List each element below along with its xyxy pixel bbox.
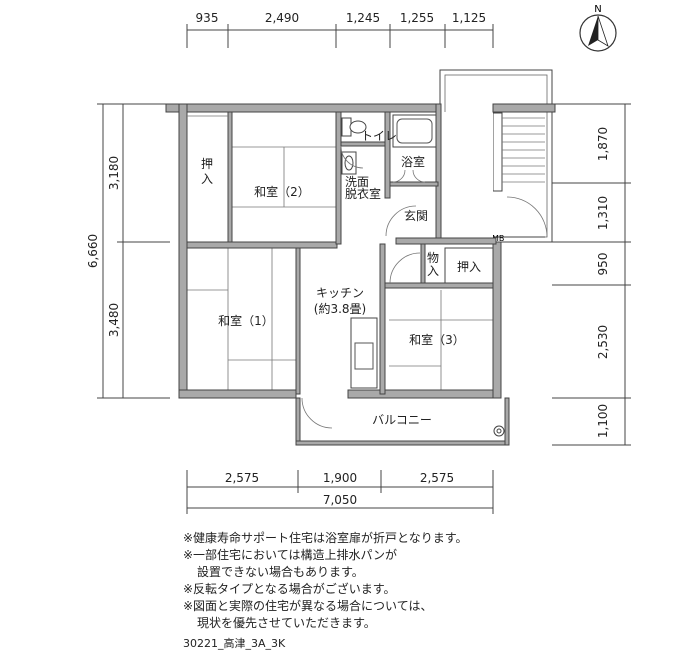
label-washitsu-2: 和室（2） xyxy=(254,184,310,199)
bottom-dim-total: 7,050 xyxy=(323,493,357,507)
left-dimension-line: 6,660 3,180 3,480 xyxy=(86,103,170,399)
right-dim-5: 1,100 xyxy=(596,404,610,438)
label-oshiire-2: 押入 xyxy=(457,260,481,274)
note-line-5: ※図面と実際の住宅が異なる場合については、 xyxy=(183,599,433,613)
left-dim-upper: 3,180 xyxy=(107,156,121,190)
right-dimension-line: 1,870 1,310 950 2,530 1,100 xyxy=(552,103,631,446)
label-oshiire-1: 押入 xyxy=(201,157,213,186)
kitchen-counter xyxy=(350,317,378,389)
balcony xyxy=(295,397,510,446)
top-dimension-line: 935 2,490 1,245 1,255 1,125 xyxy=(186,11,494,48)
label-yokushitsu: 浴室 xyxy=(401,154,425,169)
right-dim-4: 2,530 xyxy=(596,325,610,359)
top-dim-2: 2,490 xyxy=(265,11,299,25)
bottom-dim-3: 2,575 xyxy=(420,471,454,485)
left-dim-lower: 3,480 xyxy=(107,303,121,337)
note-line-1: ※健康寿命サポート住宅は浴室扉が折戸となります。 xyxy=(183,531,468,545)
bottom-dim-1: 2,575 xyxy=(225,471,259,485)
label-washitsu-3: 和室（3） xyxy=(409,332,465,347)
mb-label: MB xyxy=(492,234,504,243)
label-senmen: 洗面脱衣室 xyxy=(345,175,381,201)
top-dim-5: 1,125 xyxy=(452,11,486,25)
note-line-2: ※一部住宅においては構造上排水パンが xyxy=(183,548,398,562)
label-washitsu-1: 和室（1） xyxy=(218,313,274,328)
label-monoire: 物入 xyxy=(427,251,439,278)
bottom-dimension-line: 2,575 1,900 2,575 7,050 xyxy=(186,470,494,514)
label-genkan: 玄関 xyxy=(404,208,428,223)
tatami-room-3 xyxy=(389,290,493,394)
note-line-6: 現状を優先させていただきます。 xyxy=(197,616,376,630)
walls xyxy=(165,103,556,399)
left-dim-total: 6,660 xyxy=(86,234,100,268)
tatami-room-1 xyxy=(187,248,298,394)
compass-north-label: N xyxy=(594,4,601,15)
right-dim-1: 1,870 xyxy=(596,127,610,161)
label-balcony: バルコニー xyxy=(372,413,432,427)
note-line-3: 設置できない場合もあります。 xyxy=(197,565,364,579)
north-compass: N xyxy=(579,4,617,52)
top-dim-4: 1,255 xyxy=(400,11,434,25)
top-dim-1: 935 xyxy=(196,11,219,25)
right-dim-3: 950 xyxy=(596,253,610,276)
toilet-fixture xyxy=(341,117,367,137)
plan-code: 30221_高津_3A_3K xyxy=(183,637,286,650)
label-toilet: トイレ xyxy=(361,129,397,143)
right-dim-2: 1,310 xyxy=(596,196,610,230)
notes-block: ※健康寿命サポート住宅は浴室扉が折戸となります。 ※一部住宅においては構造上排水… xyxy=(183,530,468,632)
note-line-4: ※反転タイプとなる場合がございます。 xyxy=(183,582,396,596)
bottom-dim-2: 1,900 xyxy=(323,471,357,485)
bathtub xyxy=(392,114,437,148)
top-dim-3: 1,245 xyxy=(346,11,380,25)
label-kitchen: キッチン(約3.8畳) xyxy=(314,286,366,316)
door-swings xyxy=(301,145,426,429)
